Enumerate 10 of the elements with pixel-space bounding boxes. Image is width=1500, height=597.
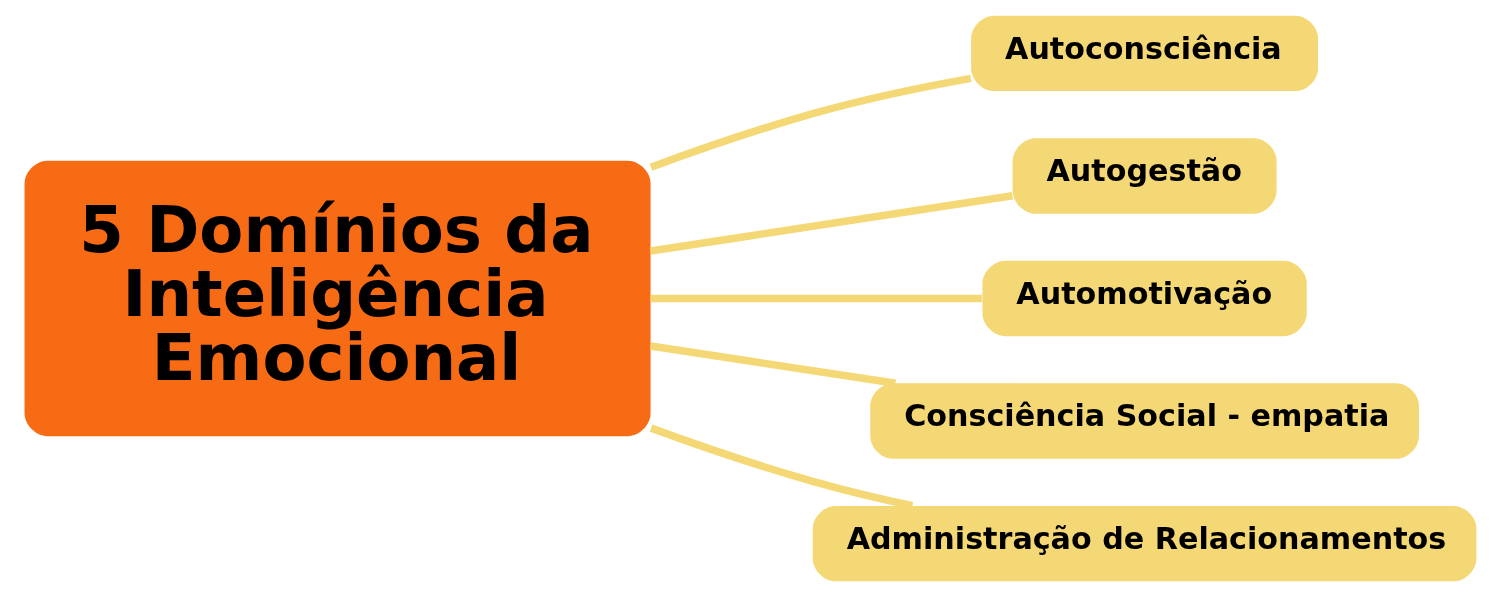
connector [650, 294, 982, 303]
connector [649, 74, 972, 171]
node-box: Autoconsciência [970, 15, 1318, 92]
node-box: Automotivação [981, 260, 1307, 337]
connector [649, 192, 1013, 255]
connector [649, 342, 896, 388]
node-box: Autogestão [1012, 138, 1277, 214]
node-box: Consciência Social - empatia [869, 383, 1419, 459]
node-box: 5 Domínios da Inteligência Emocional [24, 160, 651, 437]
node-box: Administração de Relacionamentos [812, 505, 1476, 582]
